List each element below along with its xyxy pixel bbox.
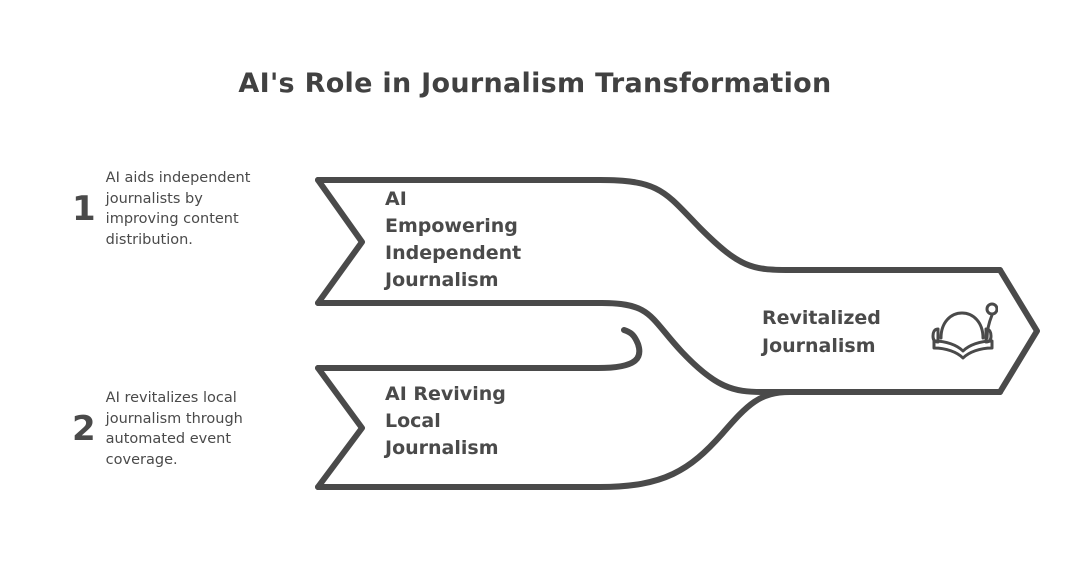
book-headset-microphone-icon — [931, 302, 998, 360]
note-item-2: 2 AI revitalizes local journalism throug… — [72, 388, 316, 470]
note-text-1: AI aids independent journalists by impro… — [105, 170, 251, 248]
note-number-2: 2 — [72, 409, 96, 450]
note-item-1: 1 AI aids independent journalists by imp… — [72, 168, 304, 250]
stage-1-arrow-left-notch — [315, 177, 365, 306]
stage-1-label: AI Empowering Independent Journalism — [385, 188, 522, 291]
note-number-1: 1 — [72, 189, 96, 230]
stage-2-arrow-left-notch — [315, 365, 365, 490]
stage-1-arrow-bottom-edge — [315, 300, 1003, 395]
note-text-2: AI revitalizes local journalism through … — [105, 390, 243, 468]
outcome-arrow-shape[interactable] — [997, 267, 1040, 395]
stage-2-arrow-top-edge — [315, 327, 643, 371]
outcome-label: Revitalized Journalism — [762, 307, 881, 357]
stage-2-arrow-shape[interactable] — [315, 389, 1003, 490]
stage-1-arrow-shape[interactable] — [315, 177, 1003, 273]
page-title: AI's Role in Journalism Transformation — [238, 68, 832, 99]
stage-2-label: AI Reviving Local Journalism — [385, 383, 506, 459]
